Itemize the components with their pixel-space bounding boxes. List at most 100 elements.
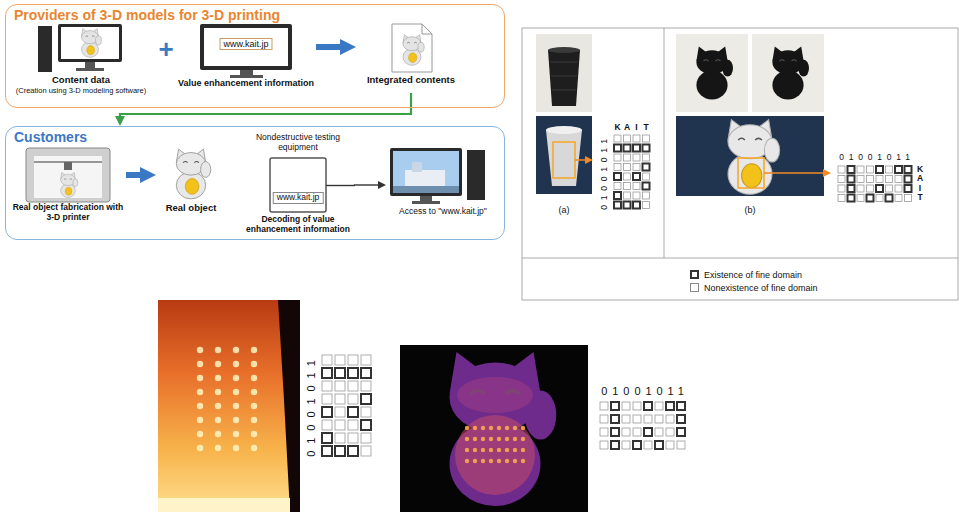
legend-swatch [690,270,699,279]
cup-render-part [546,126,582,134]
fine-domain-absent [655,428,663,436]
column-letter: K [614,123,620,133]
connector-arrow [354,184,379,185]
group-panel: CustomersReal object fabrication with 3-… [5,126,505,240]
fine-domain-absent [643,173,650,180]
hot-spot [215,445,221,451]
hot-spot [233,389,239,395]
hot-spot [521,448,525,452]
photo-panel-part [664,28,665,258]
fine-domain-absent [624,183,631,190]
hot-spot [465,448,469,452]
fine-domain-absent [857,176,864,183]
hot-spot [473,426,477,430]
computer-icon-part [467,150,485,200]
fine-domain-absent [335,407,345,417]
fine-domain-present [633,202,640,209]
fine-domain-present [655,441,663,449]
fine-domain-absent [624,154,631,161]
fine-domain-present [322,446,332,456]
fine-domain-absent [643,202,650,209]
fine-domain-absent [867,185,874,192]
fine-domain-absent [876,195,883,202]
computer-icon-part [61,27,119,59]
fine-domain-absent [322,394,332,404]
fine-domain-present [335,368,345,378]
thermal-image [158,300,300,512]
hot-spot [497,426,501,430]
thermal-image-part [455,415,535,495]
printer-icon-part [26,148,110,202]
fine-domain-absent [838,195,845,202]
legend-entry: Nonexistence of fine domain [690,278,818,296]
column-letter: I [635,123,637,133]
fine-domain-present [643,183,650,190]
icon-caption: Access to "www.kait.jp" [386,207,500,217]
fine-domain-absent [622,428,630,436]
fine-domain-present [677,415,685,423]
hot-spot [215,389,221,395]
connector-arrow [126,172,142,178]
thermal-image-part [158,300,300,512]
hot-spot [215,361,221,367]
fine-domain-absent [633,154,640,161]
row-letter: I [919,184,921,194]
computer-icon [390,148,485,204]
hot-spot [489,437,493,441]
monitor-icon-part [200,24,292,70]
fine-domain-present [614,173,621,180]
url-text: www.kait.jp [273,192,324,204]
fine-domain-absent [867,176,874,183]
fine-domain-present [666,402,674,410]
hot-spot [215,417,221,423]
hot-spot [215,403,221,409]
bit-string: 01001011 [601,385,688,398]
hot-spot [465,426,469,430]
cup-render-part [546,130,582,186]
cup-photo-part [548,50,580,106]
fine-domain-present [348,407,358,417]
computer-icon-part [82,29,102,58]
computer-icon-part [390,148,462,196]
testing-device-part [270,158,326,212]
connector-arrow [316,44,342,50]
computer-icon-part [393,186,459,193]
hot-spot [513,459,517,463]
computer-icon-part [38,26,52,72]
fine-domain-absent [624,135,631,142]
fine-domain-absent [361,433,371,443]
fine-domain-absent [644,415,652,423]
fine-domain-present [905,185,912,192]
hot-spot [197,417,203,423]
icon-caption: Real object fabrication with 3-D printer [10,203,126,223]
icon-caption: Decoding of value enhancement informatio… [242,215,354,235]
hot-spot [505,426,509,430]
figure-tag: (b) [745,205,756,215]
fine-domain-present [644,402,652,410]
fine-domain-absent [643,192,650,199]
url-text: www.kait.jp [219,38,272,50]
fine-domain-absent [335,433,345,443]
fine-domain-absent [361,381,371,391]
hot-spot [251,389,257,395]
hot-spot [473,459,477,463]
hot-spot [497,459,501,463]
group-panel: Providers of 3-D models for 3-D printing… [5,4,505,108]
fine-domain-absent [361,407,371,417]
cup-render-part [536,116,592,194]
fine-domain-absent [895,176,902,183]
fine-domain-present [322,433,332,443]
fine-domain-present [677,428,685,436]
icon-node: Real object [156,145,226,225]
document-icon-part [392,24,432,72]
thermal-image-part [158,498,290,512]
fine-domain-absent [622,402,630,410]
computer-icon-part [58,24,122,62]
printer-icon [26,148,110,202]
cat-photo-part [676,34,748,112]
fine-domain-present [867,195,874,202]
computer-icon-part [420,196,432,201]
icon-node: Access to "www.kait.jp" [386,147,500,233]
